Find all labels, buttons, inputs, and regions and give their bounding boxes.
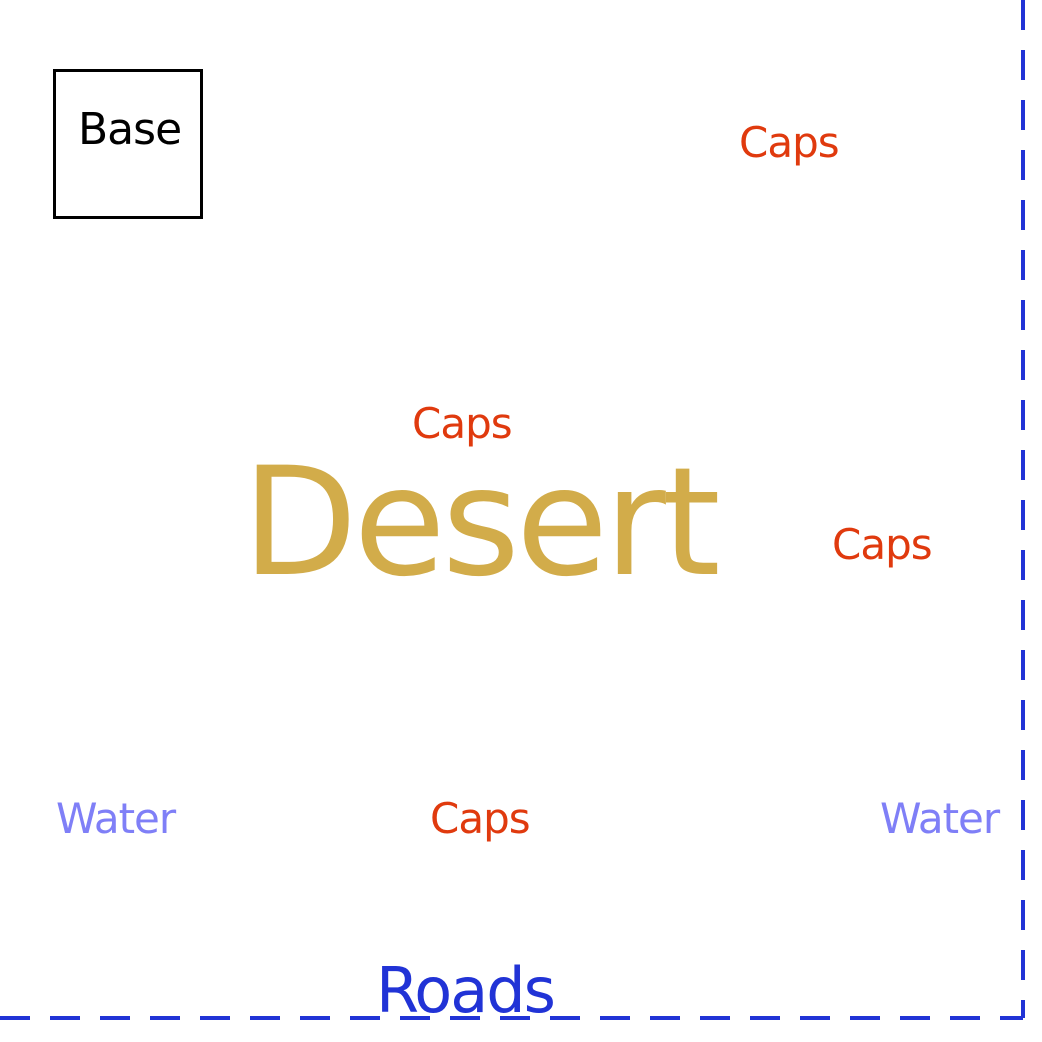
- roads-label: Roads: [376, 954, 556, 1027]
- caps-label-top-right: Caps: [739, 118, 840, 167]
- desert-region-label: Desert: [242, 436, 721, 610]
- caps-label-bottom: Caps: [430, 794, 531, 843]
- water-label-left: Water: [56, 794, 176, 843]
- water-label-right: Water: [880, 794, 1000, 843]
- base-label: Base: [78, 104, 182, 155]
- base-marker: Base: [53, 69, 203, 219]
- caps-label-right: Caps: [832, 520, 933, 569]
- caps-label-center: Caps: [412, 399, 513, 448]
